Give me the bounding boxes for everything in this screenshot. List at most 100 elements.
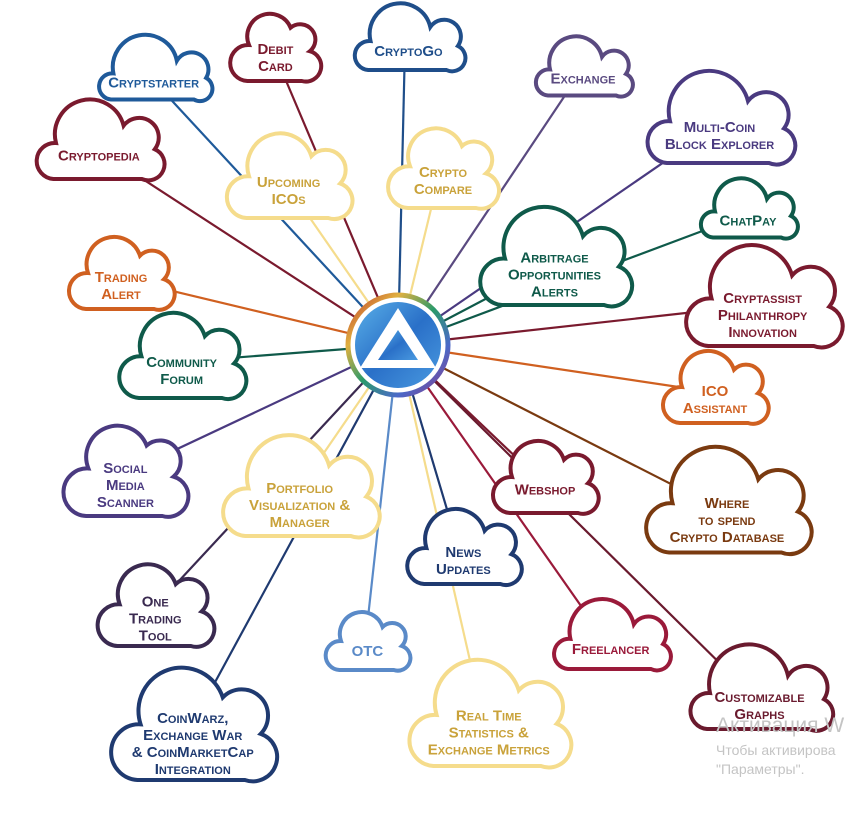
cloud-node-label: Innovation — [728, 324, 797, 341]
cloud-node[interactable]: CryptoGo — [352, 1, 468, 74]
cloud-shape — [645, 68, 798, 167]
cloud-node-label: Trading — [95, 269, 148, 286]
cloud-node-label: CryptoGo — [374, 43, 443, 60]
cloud-node-label: Assistant — [683, 400, 748, 417]
cloud-node[interactable]: Exchange — [533, 34, 635, 99]
cloud-shape — [688, 642, 836, 733]
cloud-node-label: Opportunities — [508, 267, 601, 284]
cloud-node-label: Compare — [414, 181, 472, 198]
cloud-shape — [405, 507, 524, 588]
cloud-node-label: Graphs — [734, 706, 784, 723]
cloud-shape — [117, 310, 249, 402]
cloud-node-label: Manager — [270, 514, 330, 531]
watermark-line-1: Чтобы активирова — [716, 742, 836, 758]
cloud-node-label: OTC — [352, 643, 384, 660]
cloud-node-label: Forum — [160, 371, 203, 388]
cloud-shape — [228, 11, 324, 84]
cloud-shape — [644, 444, 814, 557]
cloud-node[interactable]: Webshop — [491, 438, 601, 516]
cloud-shape — [407, 657, 574, 770]
cloud-node-label: One — [142, 594, 169, 611]
connector-line — [397, 343, 713, 394]
cloud-node-label: Cryptopedia — [58, 147, 140, 164]
connector-line — [397, 344, 723, 511]
cloud-node-label: ICO — [702, 383, 729, 400]
cloud-node-label: Card — [258, 58, 293, 75]
cloud-shape — [67, 234, 177, 312]
cloud-node-label: Where — [705, 495, 750, 512]
cloud-node-label: CoinWarz, — [157, 710, 228, 727]
cloud-node[interactable]: CoinWarz,Exchange War& CoinMarketCapInte… — [109, 665, 280, 784]
cloud-node-label: Crypto Database — [670, 529, 785, 546]
watermark-title: Активация W — [716, 714, 845, 737]
cloud-node-label: Cryptstarter — [108, 74, 199, 91]
cloud-node-label: Real Time — [456, 708, 522, 725]
cloud-shape — [552, 597, 673, 673]
cloud-shape — [97, 32, 215, 104]
cloud-node-label: Alert — [101, 286, 141, 303]
connector-line — [397, 344, 756, 699]
cloud-node-label: Visualization & — [249, 497, 350, 514]
cloud-node[interactable]: Freelancer — [552, 597, 673, 673]
cloud-node-label: to spend — [698, 512, 755, 529]
cloud-node-label: Exchange War — [143, 727, 242, 744]
cloud-node-label: Philanthropy — [718, 307, 808, 324]
cloud-shape — [61, 423, 191, 519]
cloud-node[interactable]: OTC — [323, 610, 413, 673]
cloud-shape — [661, 348, 771, 426]
cloud-node-label: Scanner — [97, 494, 154, 511]
cloud-node-label: Alerts — [531, 284, 578, 301]
cloud-node-label: Integration — [155, 761, 231, 778]
cloud-shape — [533, 34, 635, 99]
cloud-node-label: Customizable — [714, 689, 804, 706]
cloud-node-label: Updates — [436, 561, 491, 578]
windows-activation-watermark: Активация W Чтобы активирова "Параметры"… — [716, 714, 844, 777]
cloud-shape — [352, 1, 468, 74]
cloud-node-label: Statistics & — [449, 725, 529, 742]
cloud-node-label: & CoinMarketCap — [132, 744, 254, 761]
cloud-shape — [224, 131, 355, 221]
cloud-node-label: Arbitrage — [520, 250, 588, 267]
cloud-node[interactable]: Cryptopedia — [34, 97, 167, 183]
cloud-node-label: Community — [146, 354, 217, 371]
cloud-node-label: ICOs — [272, 191, 306, 208]
cloud-node-label: Media — [106, 477, 145, 494]
cloud-node-label: Tool — [139, 628, 172, 645]
cloud-shape — [684, 243, 845, 350]
cloud-node[interactable]: Cryptstarter — [97, 32, 215, 104]
cloud-shape — [698, 176, 800, 241]
cloud-node-label: Upcoming — [257, 174, 320, 191]
connector-line — [187, 344, 399, 733]
cloud-node-label: Block Explorer — [665, 136, 774, 153]
cloud-node-label: Portfolio — [266, 480, 333, 497]
cloud-node-label: Trading — [129, 611, 182, 628]
cloud-node-label: News — [445, 544, 481, 561]
cloud-node-label: Freelancer — [572, 641, 650, 658]
cloud-shape — [95, 562, 217, 649]
cloud-shape — [478, 204, 635, 309]
cloud-shape — [323, 610, 413, 673]
cloud-shape — [34, 97, 167, 183]
cryptassist-logo-icon — [345, 292, 451, 398]
cloud-shape — [491, 438, 601, 516]
cloud-node[interactable]: ChatPay — [698, 176, 800, 241]
